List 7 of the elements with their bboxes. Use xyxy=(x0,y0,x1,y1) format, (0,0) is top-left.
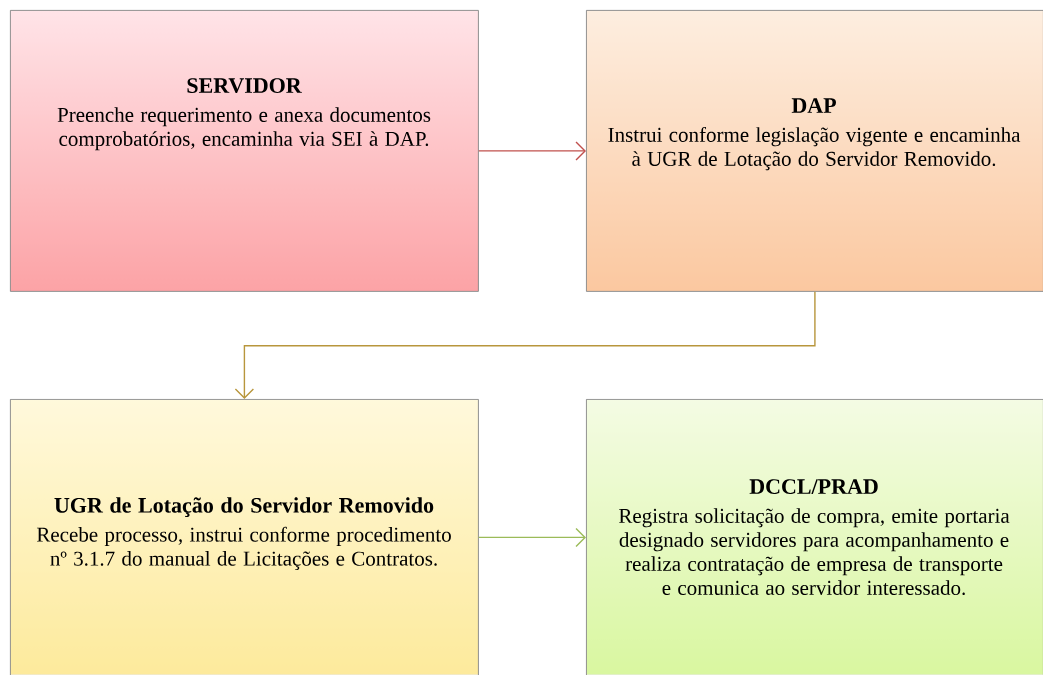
process-box: UGR de Lotação do Servidor Removido Recebe processo, instrui conforme procedimento nº 3.1.7 do manual de Licitações e Contratos. xyxy=(10,399,479,675)
arrow xyxy=(478,141,586,161)
process-box: DAP Instrui conforme legislação vigente e encaminha à UGR de Lotação do Servidor Removido. xyxy=(586,10,1043,292)
process-box: DCCL/PRAD Registra solicitação de compra, emite portaria designado servidores para acompanhamento e realiza contratação de empresa de transporte e comunica ao servidor interessado. xyxy=(586,399,1043,675)
arrow xyxy=(478,527,586,548)
arrow xyxy=(234,291,816,399)
process-box: SERVIDOR Preenche requerimento e anexa documentos comprobatórios, encaminha via SEI à DAP. xyxy=(10,10,479,292)
